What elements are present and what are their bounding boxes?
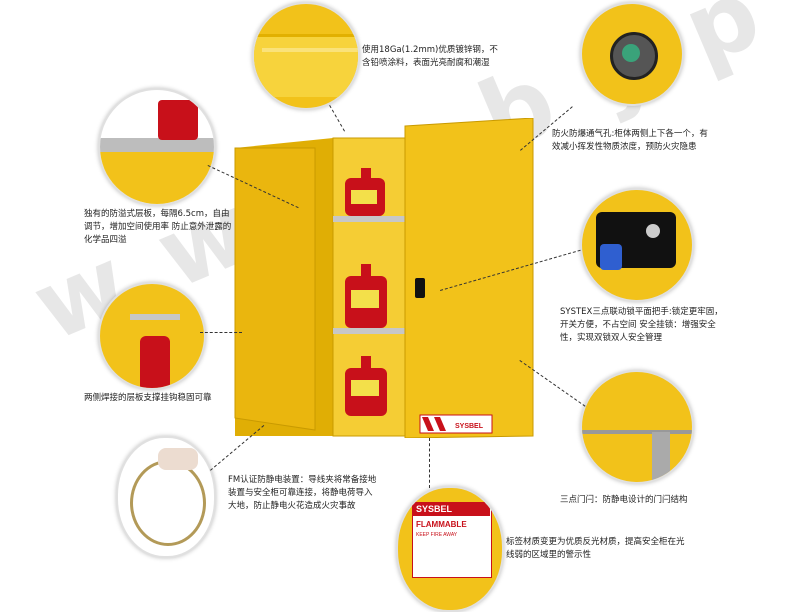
safety-cabinet-image: SYSBEL bbox=[234, 118, 534, 438]
detail-ground bbox=[116, 436, 216, 558]
caption-vent: 防火防爆通气孔:柜体两侧上下各一个，有效减小挥发性物质浓度，预防火灾隐患 bbox=[552, 129, 708, 152]
caption-weld: 两侧焊接的层板支撑挂钩稳固可靠 bbox=[84, 393, 212, 403]
leader-label bbox=[429, 438, 430, 488]
detail-vent bbox=[580, 2, 684, 106]
label-warning: FLAMMABLE bbox=[416, 520, 467, 529]
can-middle bbox=[345, 264, 387, 328]
detail-door bbox=[580, 370, 694, 484]
label-sub: KEEP FIRE AWAY bbox=[416, 532, 458, 538]
caption-lock: SYSTEX三点联动锁平面把手:锁定更牢固，开关方便，不占空间 安全挂锁：增强安… bbox=[560, 307, 723, 343]
cabinet-warning-label bbox=[419, 414, 493, 434]
detail-material bbox=[252, 2, 360, 110]
detail-label: SYSBEL FLAMMABLE KEEP FIRE AWAY bbox=[396, 486, 504, 612]
caption-ground: FM认证防静电装置：导线夹将常备接地装置与安全柜可靠连接，将静电荷导入大地，防止… bbox=[228, 475, 377, 511]
cabinet-brand-text: SYSBEL bbox=[455, 423, 484, 430]
caption-label: 标签材质变更为优质反光材质，提高安全柜在光线弱的区域里的警示性 bbox=[506, 537, 685, 560]
caption-shelf: 独有的防溢式层板，每隔6.5cm，自由调节，增加空间使用率 防止意外泄露的化学品… bbox=[84, 209, 232, 245]
caption-material: 使用18Ga(1.2mm)优质镀锌钢，不含铅喷涂料，表面光亮耐腐和潮湿 bbox=[362, 45, 498, 68]
caption-door: 三点门闩：防静电设计的门闩结构 bbox=[560, 495, 688, 505]
shelf-2 bbox=[333, 328, 413, 334]
detail-shelf bbox=[98, 88, 216, 206]
can-bottom bbox=[345, 356, 387, 416]
detail-weld bbox=[98, 282, 206, 390]
shelf-1 bbox=[333, 216, 413, 222]
label-brand: SYSBEL bbox=[416, 504, 453, 514]
leader-weld bbox=[200, 332, 242, 333]
can-top bbox=[345, 168, 385, 216]
detail-lock bbox=[580, 188, 694, 302]
door-handle bbox=[415, 278, 425, 298]
